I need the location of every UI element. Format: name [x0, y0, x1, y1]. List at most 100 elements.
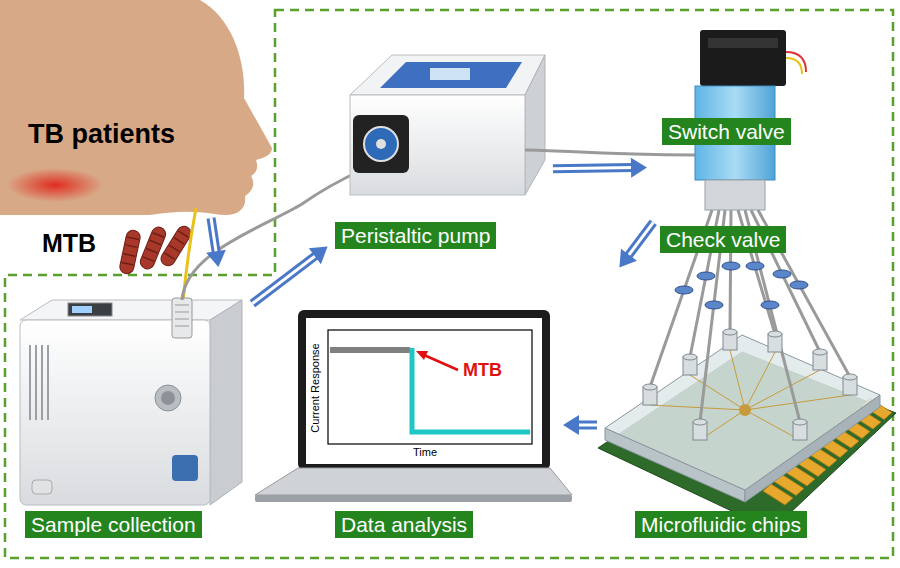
inlet-post-top — [643, 384, 657, 390]
screen-digits — [72, 306, 92, 313]
laptop-lip — [255, 495, 572, 502]
chip-block: Microfluidic chips — [600, 270, 893, 542]
node-label: Sample collection — [25, 511, 202, 538]
signal-before — [330, 347, 410, 353]
arrow-shaft-inner — [553, 168, 633, 169]
axis-title: Time — [413, 446, 437, 459]
tube — [525, 150, 695, 155]
flow-arrow — [206, 218, 226, 267]
check-valve-disc — [790, 281, 808, 289]
arrow-shaft — [211, 218, 216, 253]
device-knob — [32, 480, 52, 494]
infection-glow — [7, 168, 103, 202]
microfluidic-chip — [598, 335, 896, 530]
check-valves — [675, 262, 808, 309]
tubes — [650, 210, 850, 422]
head-silhouette — [0, 0, 272, 215]
valve-motor — [700, 30, 786, 86]
callout-arrow — [424, 355, 458, 370]
device-top — [20, 300, 242, 320]
bacteria — [119, 224, 194, 275]
arrow-head — [563, 415, 579, 435]
inlet-post-top — [693, 419, 707, 425]
chip-channels — [650, 350, 850, 440]
device-side — [210, 300, 242, 505]
check-valve-disc — [761, 301, 779, 309]
callout-arrowhead — [416, 351, 428, 360]
round-port — [155, 385, 181, 411]
bacterium-stripes — [143, 233, 164, 262]
check-valve-disc — [675, 286, 693, 294]
pump-panel — [380, 62, 522, 88]
peristaltic-pump — [350, 55, 545, 195]
sample-collector — [20, 298, 242, 505]
inlet-post-top — [793, 419, 807, 425]
arrow-shaft — [252, 255, 316, 304]
node-label: TB patients — [28, 118, 175, 150]
pump-block: Peristaltic pump — [330, 50, 550, 255]
pump-top — [350, 55, 545, 95]
laptop-base — [255, 468, 572, 495]
inlet-post-top — [813, 349, 827, 355]
arrow-head — [309, 247, 328, 265]
pump-rotor — [364, 127, 398, 161]
inlet-post-top — [843, 374, 857, 380]
node-label: Switch valve — [662, 118, 791, 145]
check-valve-disc — [746, 262, 764, 270]
patient-head: TB patients — [0, 0, 270, 215]
port-ribs — [175, 305, 189, 326]
arrow-shaft-inner — [628, 222, 654, 256]
bacterium-stripes — [122, 237, 139, 265]
laptop-bezel — [298, 310, 550, 470]
patient-head — [0, 0, 272, 215]
node-label: Check valve — [660, 226, 786, 253]
arrow-shaft-inner — [577, 423, 597, 426]
inlet-post-top — [723, 329, 737, 335]
axis-title: Current Response — [309, 343, 322, 432]
motor-wire — [786, 58, 802, 74]
device-screen — [68, 303, 112, 316]
check-valve-disc — [705, 301, 723, 309]
check-valve-disc — [722, 262, 740, 270]
valve-tag: Check valve — [660, 226, 787, 254]
fan-grill — [30, 345, 48, 420]
node-label: Microfluidic chips — [635, 511, 807, 538]
flow-arrow — [553, 158, 647, 178]
valve-manifold — [705, 180, 765, 210]
arrow-shaft — [577, 420, 597, 429]
bacterium — [119, 229, 142, 275]
round-port-hole — [161, 391, 175, 405]
bacterium-stripes — [165, 231, 189, 259]
inlet-post-top — [683, 354, 697, 360]
pump-side — [525, 55, 545, 195]
inlet-posts — [643, 329, 857, 440]
laptop-screen — [306, 318, 542, 464]
flow-arrow — [619, 222, 653, 267]
arrow-shaft — [628, 222, 654, 256]
pathogen-label: MTB — [42, 228, 96, 258]
callout-label: MTB — [463, 360, 502, 382]
arrow-shaft-inner — [211, 218, 216, 253]
arrow-head — [206, 250, 226, 267]
sample-port — [172, 298, 192, 338]
arrow-head — [619, 249, 637, 268]
laptop — [255, 310, 572, 502]
check-valve-disc — [697, 272, 715, 280]
arrow-head — [631, 158, 647, 178]
inlet-post-top — [768, 331, 782, 337]
collector-block: Sample collection — [10, 270, 250, 542]
signal-after — [412, 348, 530, 432]
pump-display — [430, 68, 470, 80]
pump-head — [353, 115, 409, 173]
node-label: Data analysis — [335, 511, 473, 538]
check-valve-disc — [773, 270, 791, 278]
pump-front — [350, 95, 525, 195]
node-label: Peristaltic pump — [335, 222, 496, 249]
device-logo — [172, 455, 198, 481]
chip-chamber — [739, 404, 751, 416]
valve-block: Switch valve — [650, 25, 820, 220]
rotor-hub — [376, 139, 386, 149]
